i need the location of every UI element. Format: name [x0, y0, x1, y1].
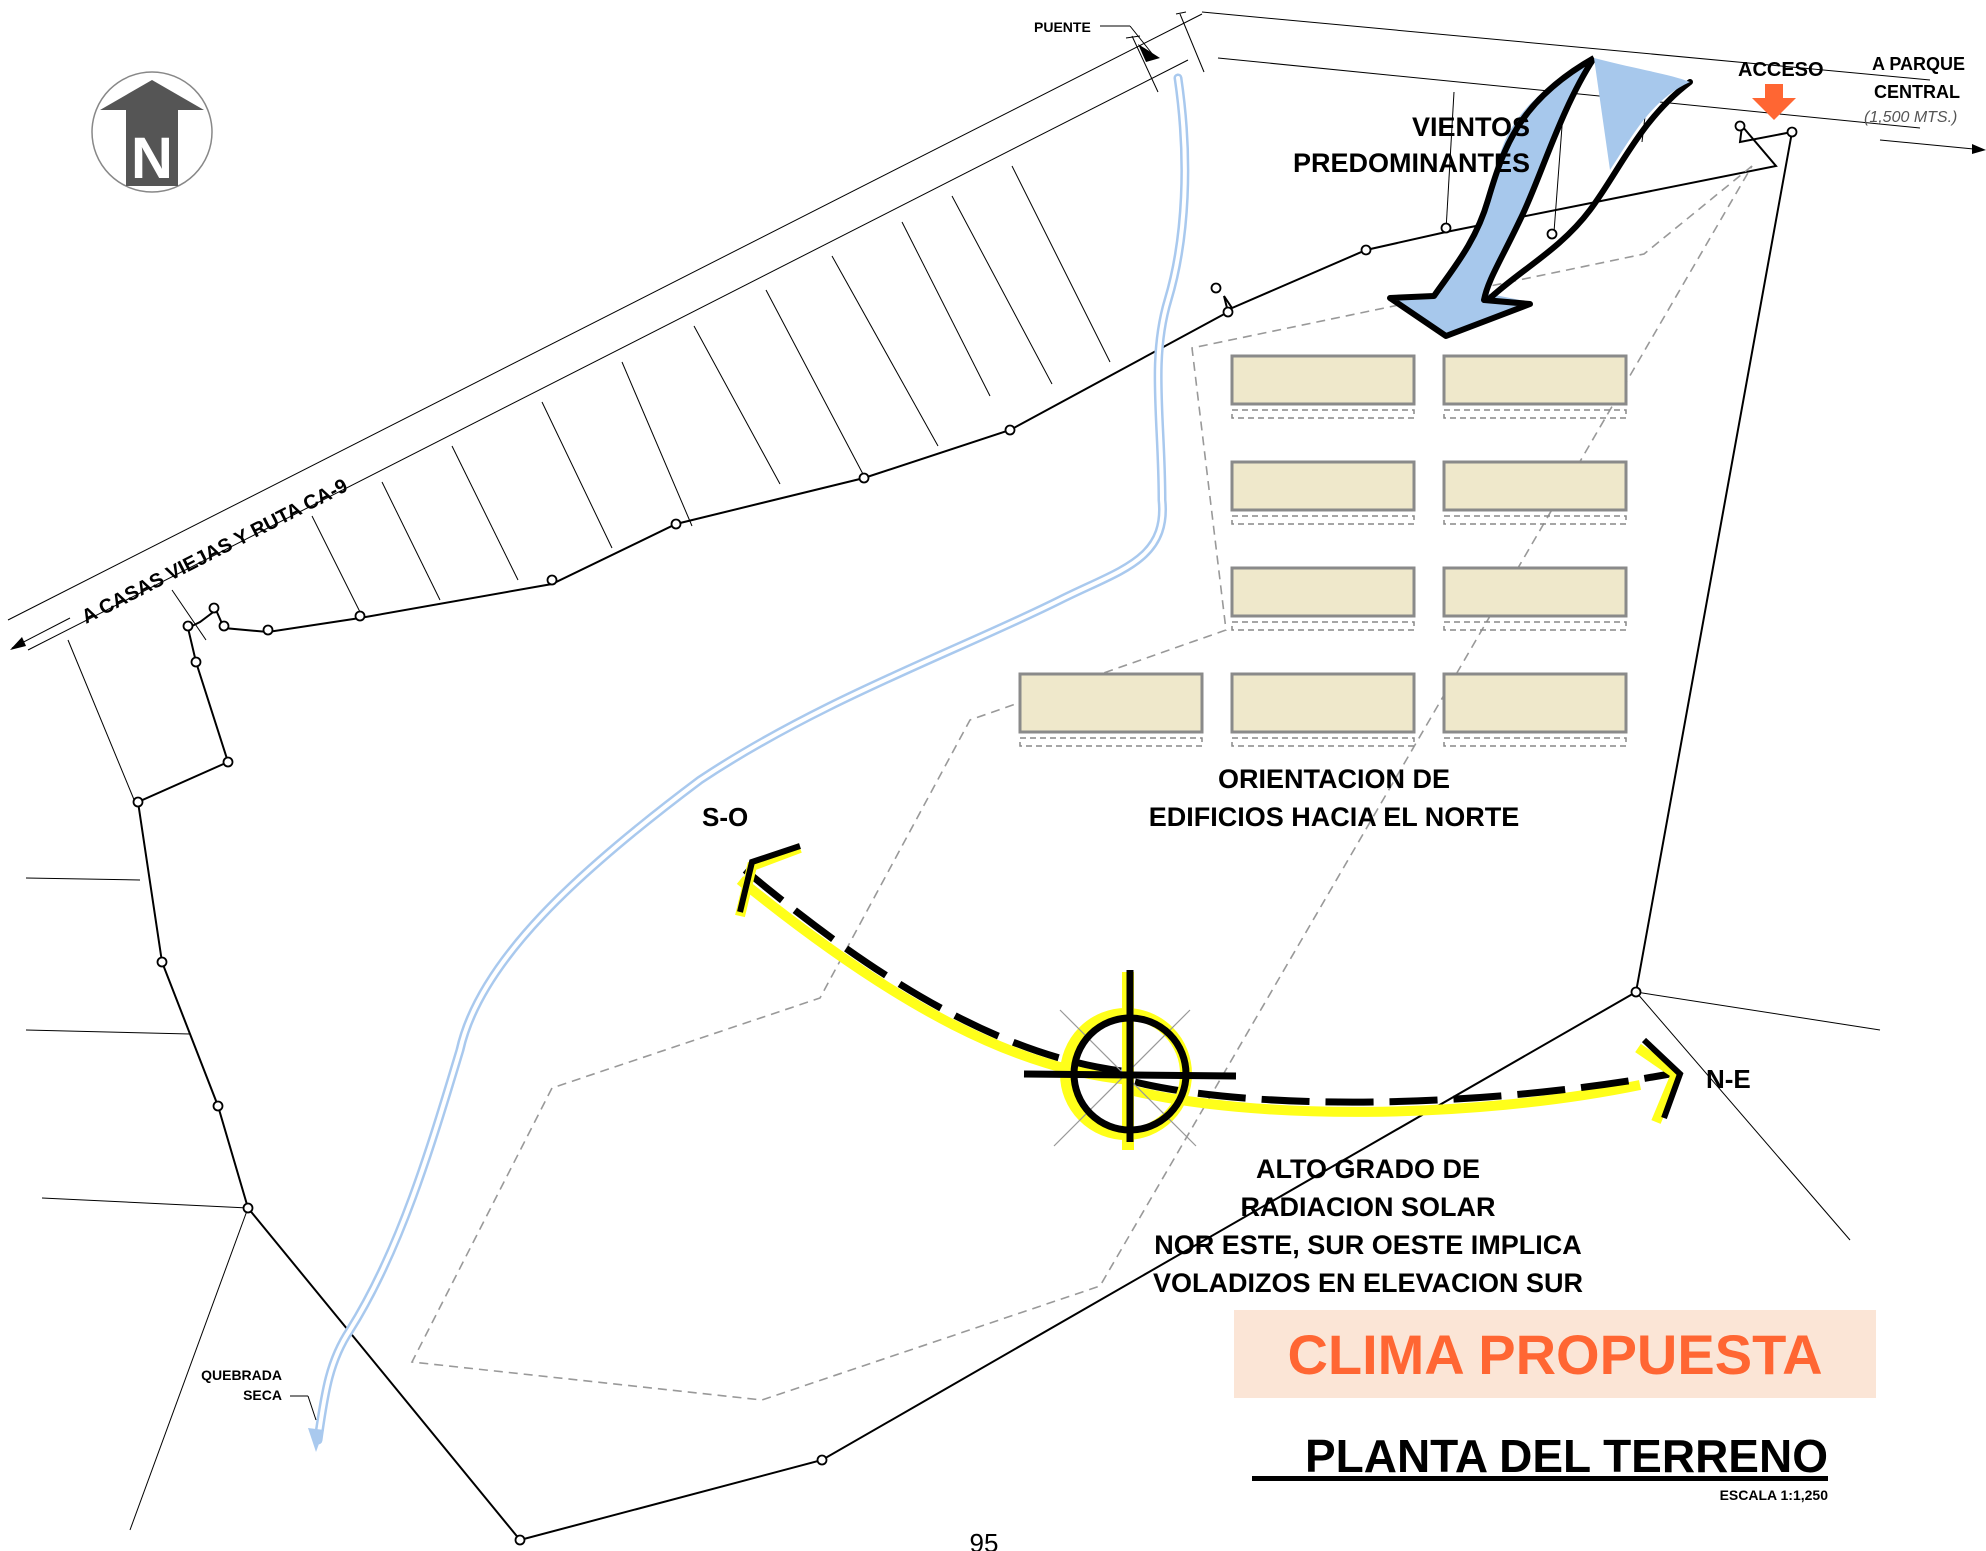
planta-title: PLANTA DEL TERRENO	[1305, 1430, 1828, 1482]
predominantes-label: PREDOMINANTES	[1293, 148, 1530, 178]
building	[1230, 672, 1416, 747]
boundary-vertices	[132, 120, 1798, 1546]
puente-label: PUENTE	[1034, 19, 1091, 35]
quebrada-label: QUEBRADA	[201, 1367, 282, 1383]
building	[1442, 354, 1628, 419]
building	[1230, 566, 1416, 631]
building	[1442, 460, 1628, 525]
orientacion-label: ORIENTACION DE	[1218, 764, 1450, 794]
stream	[308, 73, 1190, 1452]
title-background	[1234, 1310, 1876, 1398]
building	[1230, 460, 1416, 525]
buildings	[1018, 354, 1628, 747]
seca-label: SECA	[243, 1387, 282, 1403]
lot-lines	[25, 91, 1881, 1531]
building	[1442, 672, 1628, 747]
solar-line-3: NOR ESTE, SUR OESTE IMPLICA	[1154, 1230, 1582, 1260]
vientos-label: VIENTOS	[1412, 112, 1530, 142]
sun-path	[735, 843, 1684, 1124]
bridge	[1125, 11, 1205, 93]
page-number: 95	[970, 1528, 999, 1551]
a-parque-label: A PARQUE	[1872, 54, 1965, 74]
road	[7, 11, 1986, 651]
ne-label: N-E	[1706, 1064, 1751, 1094]
central-label: CENTRAL	[1874, 82, 1960, 102]
solar-line-1: ALTO GRADO DE	[1256, 1154, 1480, 1184]
distance-label: (1,500 MTS.)	[1864, 109, 1957, 126]
north-letter: N	[131, 126, 173, 191]
sun-symbol-icon	[1023, 970, 1237, 1150]
building	[1018, 672, 1204, 747]
building	[1442, 566, 1628, 631]
title-underline	[1252, 1476, 1828, 1481]
access-arrow-icon	[1752, 84, 1796, 120]
solar-line-2: RADIACION SOLAR	[1241, 1192, 1496, 1222]
clima-propuesta-title: CLIMA PROPUESTA	[1287, 1323, 1822, 1386]
building	[1230, 354, 1416, 419]
escala-label: ESCALA 1:1,250	[1720, 1487, 1829, 1503]
acceso-label: ACCESO	[1738, 59, 1824, 81]
north-arrow-icon: N	[91, 71, 213, 193]
wind-arrow-icon	[1387, 55, 1693, 339]
solar-line-4: VOLADIZOS EN ELEVACION SUR	[1153, 1268, 1583, 1298]
edificios-label: EDIFICIOS HACIA EL NORTE	[1149, 802, 1520, 832]
so-label: S-O	[702, 802, 748, 832]
zoning-outline	[410, 165, 1753, 1401]
